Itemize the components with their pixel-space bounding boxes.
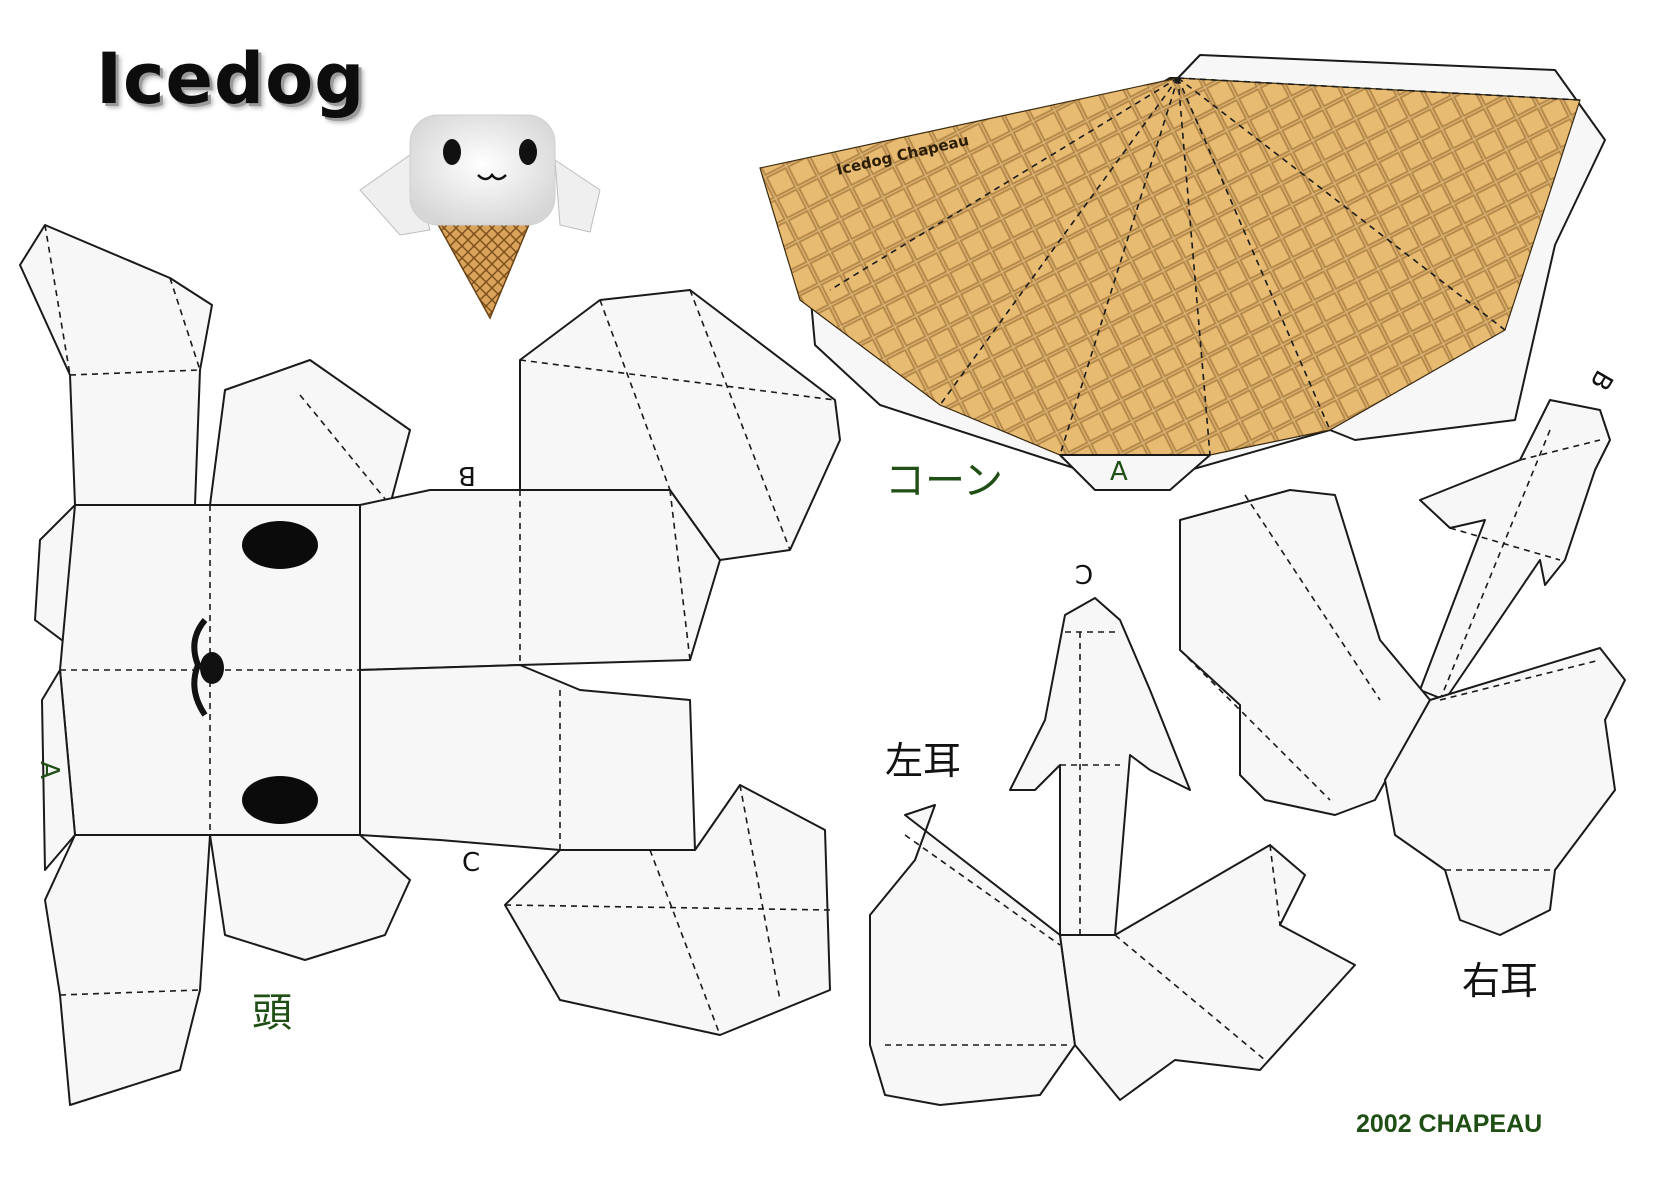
- left-ear-right-wing: [1059, 844, 1356, 1101]
- left-ear-net: [869, 597, 1356, 1106]
- head-upper-panel: [209, 359, 411, 506]
- head-top-arm: [19, 224, 213, 506]
- tab-label-c-ear: C: [1075, 558, 1094, 588]
- tab-label-a-cone: A: [1110, 457, 1128, 487]
- label-right-ear: 右耳: [1462, 959, 1539, 1003]
- tab-label-c-head: C: [462, 848, 481, 878]
- copyright: 2002 CHAPEAU: [1356, 1110, 1543, 1138]
- right-ear-net: [1179, 399, 1626, 936]
- cone-net: Icedog Chapeau: [759, 54, 1606, 491]
- head-right-tube-lower: [359, 664, 696, 851]
- head-net: [19, 224, 841, 1106]
- nose-icon: [200, 652, 224, 684]
- head-bottom-arm: [44, 834, 211, 1106]
- tab-label-a-head: A: [33, 761, 64, 779]
- label-left-ear: 左耳: [885, 739, 962, 783]
- label-head: 頭: [252, 990, 292, 1036]
- eye-icon: [242, 521, 318, 569]
- mouth-icon: [191, 618, 208, 717]
- left-ear-left-wing: [869, 804, 1076, 1106]
- icedog-preview-icon: [359, 114, 601, 320]
- left-ear-strip: [1009, 597, 1191, 936]
- label-cone: コーン: [885, 458, 1003, 504]
- right-ear-strip: [1419, 399, 1611, 701]
- head-upper-box: [519, 289, 841, 561]
- head-left-flap-lower: [41, 669, 76, 871]
- head-lower-box: [504, 784, 831, 1036]
- right-ear-left-wing: [1179, 489, 1431, 816]
- eye-icon: [242, 776, 318, 824]
- cone-tab-a: [1059, 454, 1211, 491]
- right-ear-right-wing: [1384, 647, 1626, 936]
- head-right-tube-upper: [359, 489, 721, 671]
- tab-label-b-head: B: [458, 460, 476, 490]
- head-lower-panel: [209, 834, 411, 961]
- page-title: Icedog: [96, 38, 366, 120]
